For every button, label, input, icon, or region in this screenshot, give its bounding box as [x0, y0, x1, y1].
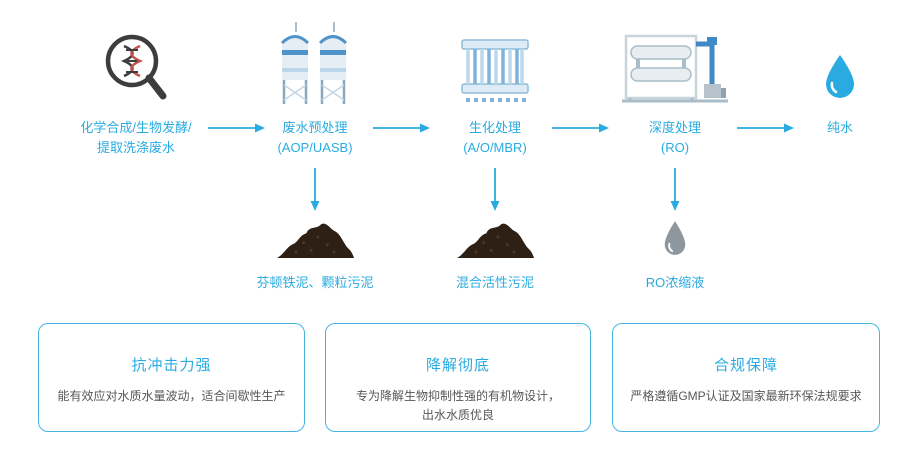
- silo-tanks-icon: [280, 22, 348, 104]
- stage-label: 纯水: [826, 120, 853, 135]
- byproduct-2: [455, 214, 535, 260]
- stage-icon-wrap: [795, 18, 885, 106]
- flow-arrow-right-4: [737, 123, 794, 133]
- stage-pretreatment: 废水预处理 (AOP/UASB): [235, 18, 395, 158]
- byproduct-label: 芬顿铁泥、颗粒污泥: [256, 275, 374, 290]
- byproduct-1: [275, 214, 355, 260]
- card-body: 严格遵循GMP认证及国家最新环保法规要求: [630, 389, 862, 403]
- sludge-pile-icon: [276, 223, 355, 258]
- stage-label: 废水预处理 (AOP/UASB): [277, 120, 353, 156]
- flow-arrow-right-2: [373, 123, 430, 133]
- feature-card-degradation: 降解彻底 专为降解生物抑制性强的有机物设计， 出水水质优良: [325, 323, 591, 432]
- stage-deep-treatment: 深度处理 (RO): [595, 18, 755, 158]
- concentrate-drop-icon: [664, 221, 686, 255]
- ro-system-icon: [622, 34, 728, 103]
- byproduct-3: [661, 220, 689, 258]
- feature-card-impact-resistance: 抗冲击力强 能有效应对水质水量波动，适合间歇性生产: [38, 323, 305, 432]
- stage-icon-wrap: [46, 18, 226, 106]
- byproduct-label: 混合活性污泥: [455, 275, 534, 290]
- card-title: 抗冲击力强: [131, 357, 212, 374]
- card-body: 专为降解生物抑制性强的有机物设计， 出水水质优良: [355, 389, 560, 423]
- byproduct-label: RO浓缩液: [645, 275, 705, 290]
- flow-arrow-right-1: [208, 123, 265, 133]
- membrane-module-icon: [461, 39, 529, 102]
- card-title: 合规保障: [713, 357, 778, 374]
- stage-pure-water: 纯水: [795, 18, 885, 138]
- stage-label: 深度处理 (RO): [648, 120, 701, 156]
- stage-icon-wrap: [235, 18, 395, 106]
- flow-arrow-down-2: [490, 168, 500, 211]
- stage-raw-wastewater: 化学合成/生物发酵/ 提取洗涤废水: [46, 18, 226, 158]
- card-title: 降解彻底: [425, 357, 490, 374]
- stage-label: 生化处理 (A/O/MBR): [463, 120, 527, 156]
- water-drop-icon: [826, 55, 854, 98]
- stage-icon-wrap: [595, 18, 755, 106]
- flow-arrow-down-3: [670, 168, 680, 211]
- stage-biochemical: 生化处理 (A/O/MBR): [415, 18, 575, 158]
- feature-card-compliance: 合规保障 严格遵循GMP认证及国家最新环保法规要求: [612, 323, 880, 432]
- sludge-pile-icon: [456, 223, 535, 258]
- stage-icon-wrap: [415, 18, 575, 106]
- dna-magnifier-icon: [105, 34, 167, 100]
- card-body: 能有效应对水质水量波动，适合间歇性生产: [57, 389, 286, 403]
- stage-label: 化学合成/生物发酵/ 提取洗涤废水: [80, 120, 192, 156]
- flow-arrow-right-3: [552, 123, 609, 133]
- flow-arrow-down-1: [310, 168, 320, 211]
